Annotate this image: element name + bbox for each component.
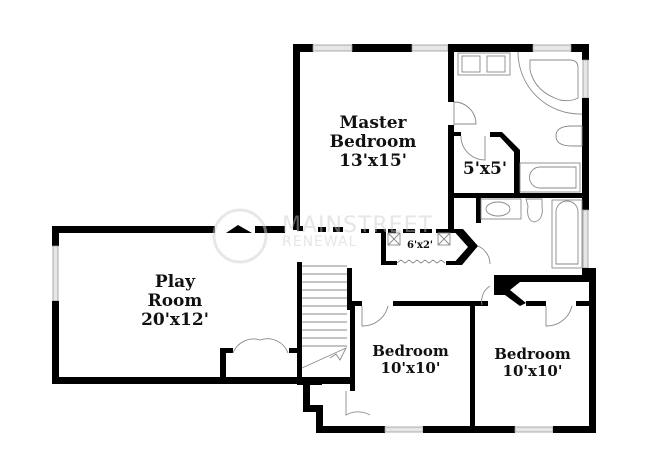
door-swings	[232, 101, 573, 416]
fixtures	[212, 51, 583, 369]
room-dimensions: 20'x12'	[141, 310, 209, 331]
room-dimensions: 10'x10'	[380, 358, 441, 377]
room-dimensions: 6'x2'	[406, 240, 433, 251]
room-label-hall-closet: 6'x2'	[400, 240, 440, 251]
room-label-walk-in-closet: 5'x5'	[455, 159, 515, 179]
room-dimensions: 5'x5'	[462, 159, 508, 179]
room-dimensions: 13'x15'	[339, 151, 407, 172]
staircase	[301, 265, 347, 369]
watermark-line2: RENEWAL	[282, 234, 358, 250]
room-name-line1: Master	[339, 113, 407, 133]
room-label-play-room: Play Room 20'x12'	[120, 272, 230, 331]
room-label-bedroom-2: Bedroom 10'x10'	[358, 343, 463, 377]
watermark: MAINSTREET RENEWAL	[282, 213, 433, 250]
room-label-master-bedroom: Master Bedroom 13'x15'	[318, 113, 428, 172]
room-name-line2: Room	[147, 291, 203, 312]
room-name-line2: Bedroom	[329, 132, 417, 153]
room-dimensions: 10'x10'	[502, 361, 563, 380]
room-name-line1: Bedroom	[494, 345, 571, 363]
watermark-line1: MAINSTREET	[282, 213, 433, 238]
room-label-bedroom-3: Bedroom 10'x10'	[480, 346, 585, 380]
interior-walls	[220, 44, 589, 433]
room-name-line1: Bedroom	[372, 342, 449, 360]
room-name-line1: Play	[154, 272, 196, 292]
